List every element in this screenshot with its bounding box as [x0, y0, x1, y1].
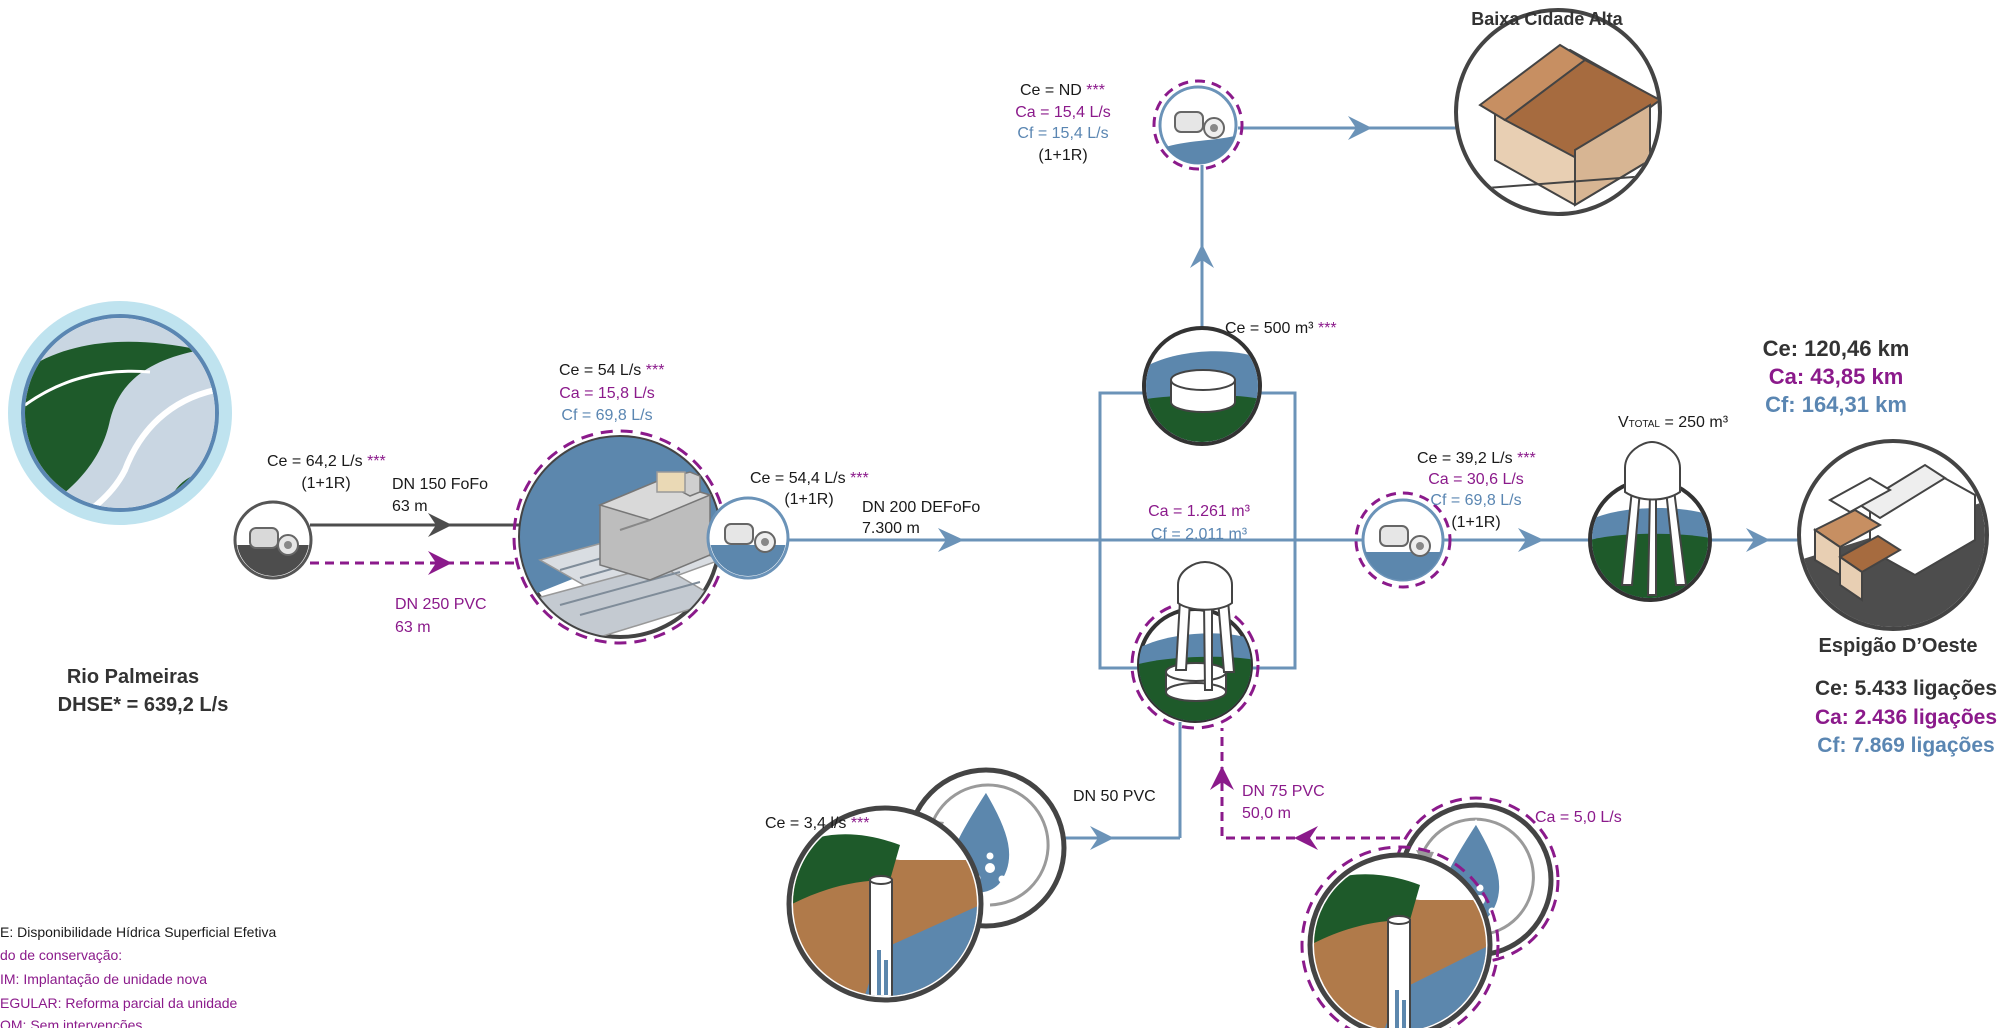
district-upper-name: Baixa Cidade Alta: [1471, 9, 1623, 29]
arrow-to-tank: [1518, 528, 1544, 552]
arrow-to-city: [1746, 528, 1770, 552]
river-name: Rio Palmeiras: [67, 666, 199, 688]
pump-city-ce: Ce = 39,2 L/s ***: [1417, 450, 1536, 467]
legend-line-2: do de conservação:: [0, 947, 122, 963]
pump-city-icon: [1354, 491, 1452, 589]
pump-intake-icon: [233, 500, 313, 580]
river-icon: [8, 301, 232, 525]
pump-upper-ca: Ca = 15,4 L/s: [1015, 104, 1111, 121]
treatment-ce: Ce = 54 L/s ***: [559, 362, 664, 379]
elevated-tank-icon: [1588, 440, 1712, 602]
well-existing-ce: Ce = 3,4 l/s ***: [765, 815, 870, 832]
pipe-main-length: 7.300 m: [862, 520, 920, 537]
reservoir-tank-icon: [1130, 560, 1260, 730]
pipe-intake-new-length: 63 m: [395, 619, 431, 636]
legend-line-5: OM: Sem intervenções: [0, 1017, 142, 1028]
pump-intake-ce: Ce = 64,2 L/s ***: [267, 453, 386, 470]
well-new-pipe-dn: DN 75 PVC: [1242, 783, 1325, 800]
pipe-intake-existing-length: 63 m: [392, 498, 428, 515]
pump-intake-config: (1+1R): [301, 475, 350, 492]
house-icon: [1454, 8, 1662, 216]
reservoir-total-cf: Cf = 2.011 m³: [1151, 526, 1248, 543]
city-network-cf: Cf: 164,31 km: [1765, 392, 1907, 417]
pipe-main-dn: DN 200 DEFoFo: [862, 499, 980, 516]
treatment-cf: Cf = 69,8 L/s: [561, 407, 652, 424]
city-name: Espigão D’Oeste: [1819, 635, 1978, 657]
arrow-upper-district: [1348, 116, 1372, 140]
well-new-ca: Ca = 5,0 L/s: [1535, 809, 1622, 826]
pump-treated-config: (1+1R): [784, 491, 833, 508]
city-icon: [1797, 439, 1989, 631]
treatment-ca: Ca = 15,8 L/s: [559, 385, 655, 402]
pump-city-ca: Ca = 30,6 L/s: [1428, 471, 1524, 488]
well-existing-pipe: DN 50 PVC: [1073, 788, 1156, 805]
arrow-well-new-up: [1210, 766, 1234, 790]
city-conn-ca: Ca: 2.436 ligações: [1815, 706, 1997, 729]
arrow-up: [1190, 244, 1214, 268]
arrow-intake-existing: [428, 513, 452, 537]
pump-treated-ce: Ce = 54,4 L/s ***: [750, 470, 869, 487]
pump-treated-icon: [706, 496, 790, 580]
arrow-well-existing: [1090, 826, 1114, 850]
treatment-plant-icon: [512, 429, 728, 645]
city-conn-cf: Cf: 7.869 ligações: [1817, 734, 1994, 757]
legend-line-1: E: Disponibilidade Hídrica Superficial E…: [0, 924, 276, 940]
legend-line-4: EGULAR: Reforma parcial da unidade: [0, 995, 238, 1011]
legend-line-3: IM: Implantação de unidade nova: [0, 971, 207, 987]
pump-upper-icon: [1152, 79, 1244, 171]
pump-city-config: (1+1R): [1451, 514, 1500, 531]
arrow-well-new-left: [1294, 826, 1318, 850]
city-network-ca: Ca: 43,85 km: [1769, 364, 1904, 389]
ground-reservoir-icon: [1142, 326, 1262, 446]
city-conn-ce: Ce: 5.433 ligações: [1815, 677, 1997, 700]
arrow-main: [938, 528, 964, 552]
arrow-intake-new: [428, 551, 452, 575]
pump-upper-config: (1+1R): [1038, 147, 1087, 164]
well-existing-icon: [786, 767, 1067, 1003]
pipe-intake-new-dn: DN 250 PVC: [395, 596, 487, 613]
pump-upper-cf: Cf = 15,4 L/s: [1017, 125, 1108, 142]
pump-upper-ce: Ce = ND ***: [1020, 82, 1105, 99]
reservoir-total-ca: Ca = 1.261 m³: [1148, 503, 1251, 520]
reservoir-ground-ce: Ce = 500 m³ ***: [1225, 320, 1337, 337]
elevated-tank-volume: VTOTAL = 250 m³: [1618, 414, 1729, 431]
well-new-icon: [1300, 796, 1560, 1028]
river-dhse: DHSE* = 639,2 L/s: [58, 694, 229, 716]
pump-city-cf: Cf = 69,8 L/s: [1430, 492, 1521, 509]
city-network-ce: Ce: 120,46 km: [1763, 336, 1910, 361]
pipe-intake-existing-dn: DN 150 FoFo: [392, 476, 488, 493]
well-new-pipe-length: 50,0 m: [1242, 805, 1291, 822]
